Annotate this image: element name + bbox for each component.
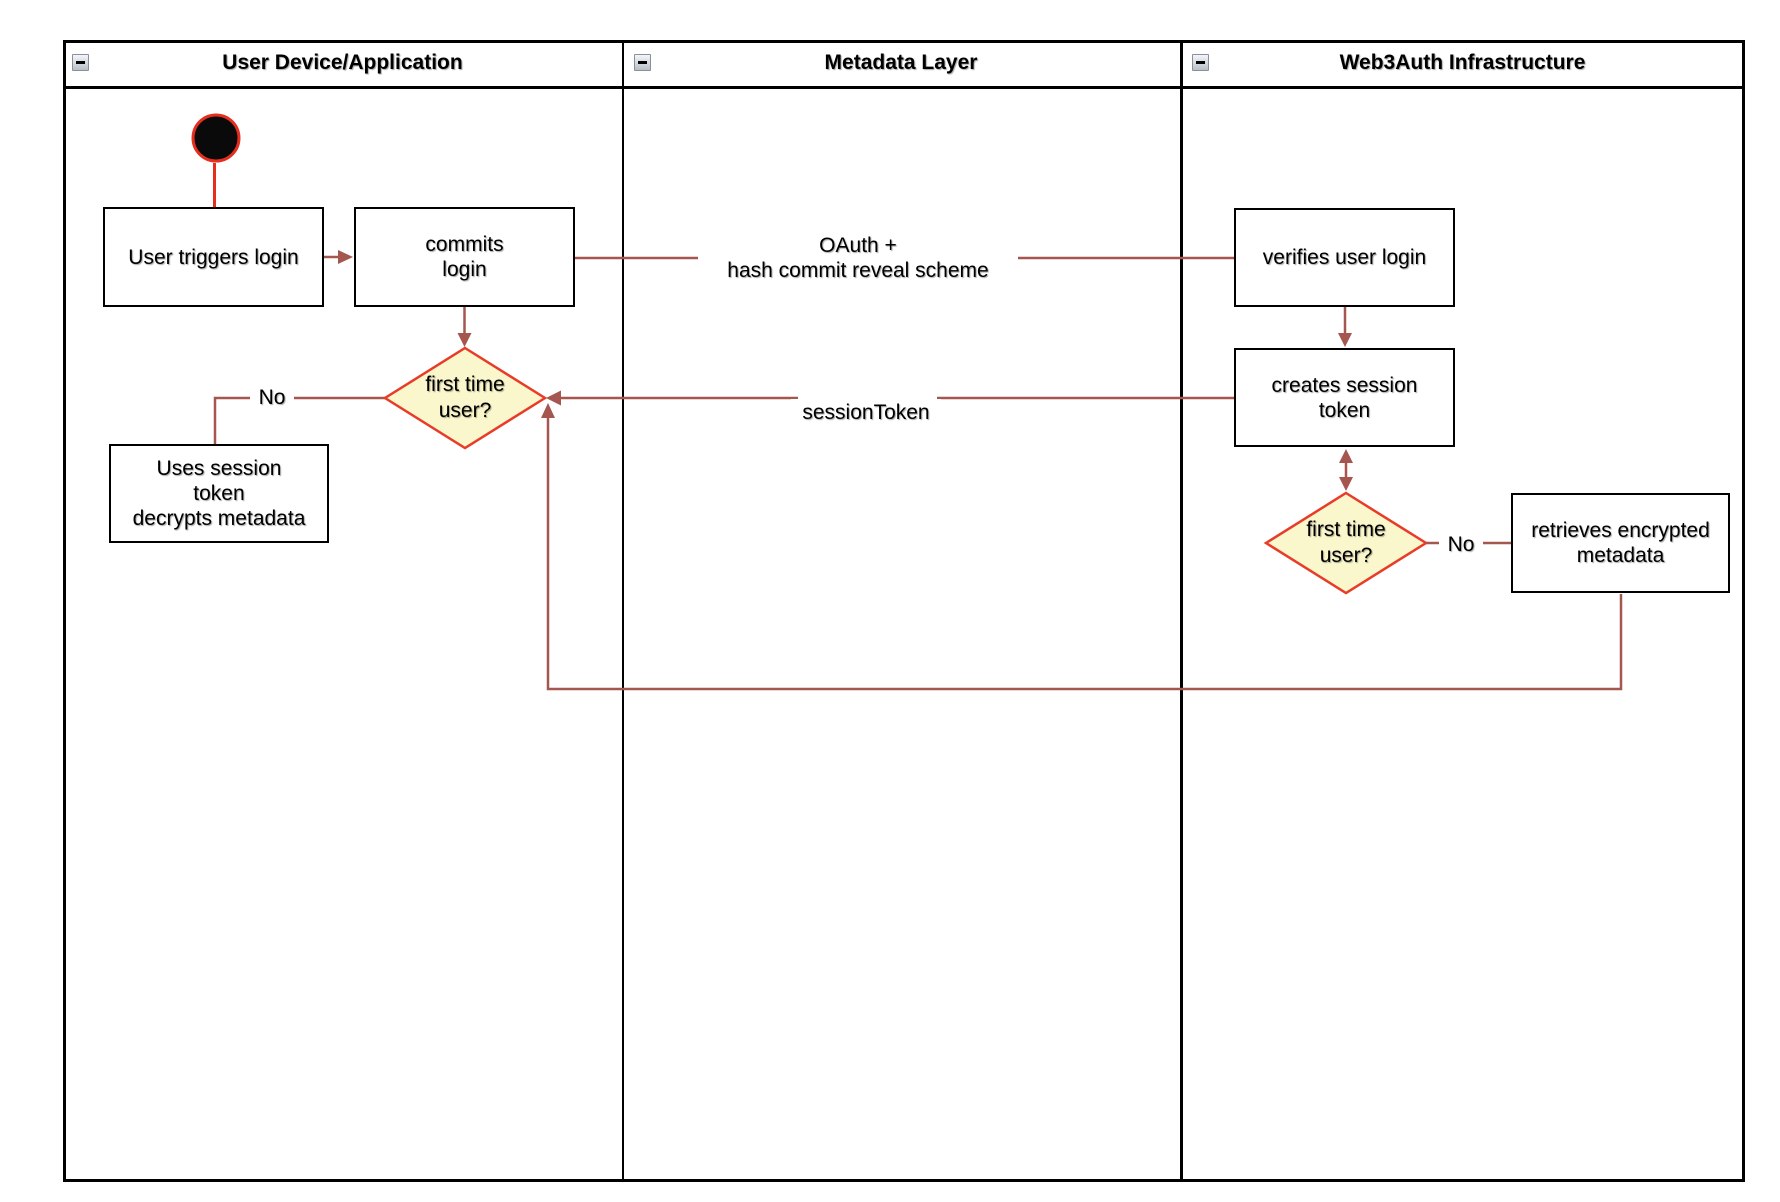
arrowhead-up — [541, 403, 555, 418]
minus-glyph — [1196, 61, 1205, 64]
decision-first-time-user-right[interactable] — [1263, 491, 1429, 595]
arrowhead-left — [546, 390, 561, 406]
arrowhead-down — [1338, 333, 1352, 347]
collapse-minus-icon[interactable] — [1192, 54, 1209, 71]
edge-no-left — [213, 396, 385, 445]
start-node[interactable] — [191, 113, 241, 163]
node-creates-session-token[interactable]: creates session token — [1234, 348, 1455, 447]
arrowhead-right — [338, 250, 353, 264]
node-user-triggers-login[interactable]: User triggers login — [103, 207, 324, 307]
minus-glyph — [76, 61, 85, 64]
arrowhead-down — [457, 333, 472, 347]
collapse-minus-icon[interactable] — [634, 54, 651, 71]
edge-label-no-right: No — [1439, 531, 1483, 558]
node-uses-session-token[interactable]: Uses session token decrypts metadata — [109, 444, 329, 543]
edge-label-oauth: OAuth + hash commit reveal scheme — [698, 233, 1018, 283]
node-verifies-user-login[interactable]: verifies user login — [1234, 208, 1455, 307]
lane-divider-2 — [1180, 40, 1183, 1182]
edge-label-session-token: sessionToken — [791, 399, 941, 425]
lane-title-web3auth: Web3Auth Infrastructure — [1339, 51, 1586, 74]
decision-label-first-time-user-left: first time user? — [425, 373, 505, 422]
diagram-frame — [63, 40, 1745, 1182]
node-commits-login[interactable]: commits login — [354, 207, 575, 307]
edge-return — [546, 418, 1623, 691]
edge-label-no-left: No — [250, 384, 294, 411]
lane-divider-1 — [621, 40, 624, 1182]
collapse-minus-icon[interactable] — [72, 54, 89, 71]
arrowhead-up — [1339, 449, 1353, 463]
lane-title-metadata-layer: Metadata Layer — [824, 51, 978, 74]
lane-header-underline — [63, 86, 1745, 89]
node-retrieves-encrypted-metadata[interactable]: retrieves encrypted metadata — [1511, 493, 1730, 593]
minus-glyph — [638, 61, 647, 64]
lane-title-user-device: User Device/Application — [222, 51, 463, 74]
decision-label-first-time-user-right: first time user? — [1306, 518, 1386, 567]
arrowhead-down — [1339, 477, 1353, 491]
decision-first-time-user-left[interactable] — [382, 346, 548, 450]
